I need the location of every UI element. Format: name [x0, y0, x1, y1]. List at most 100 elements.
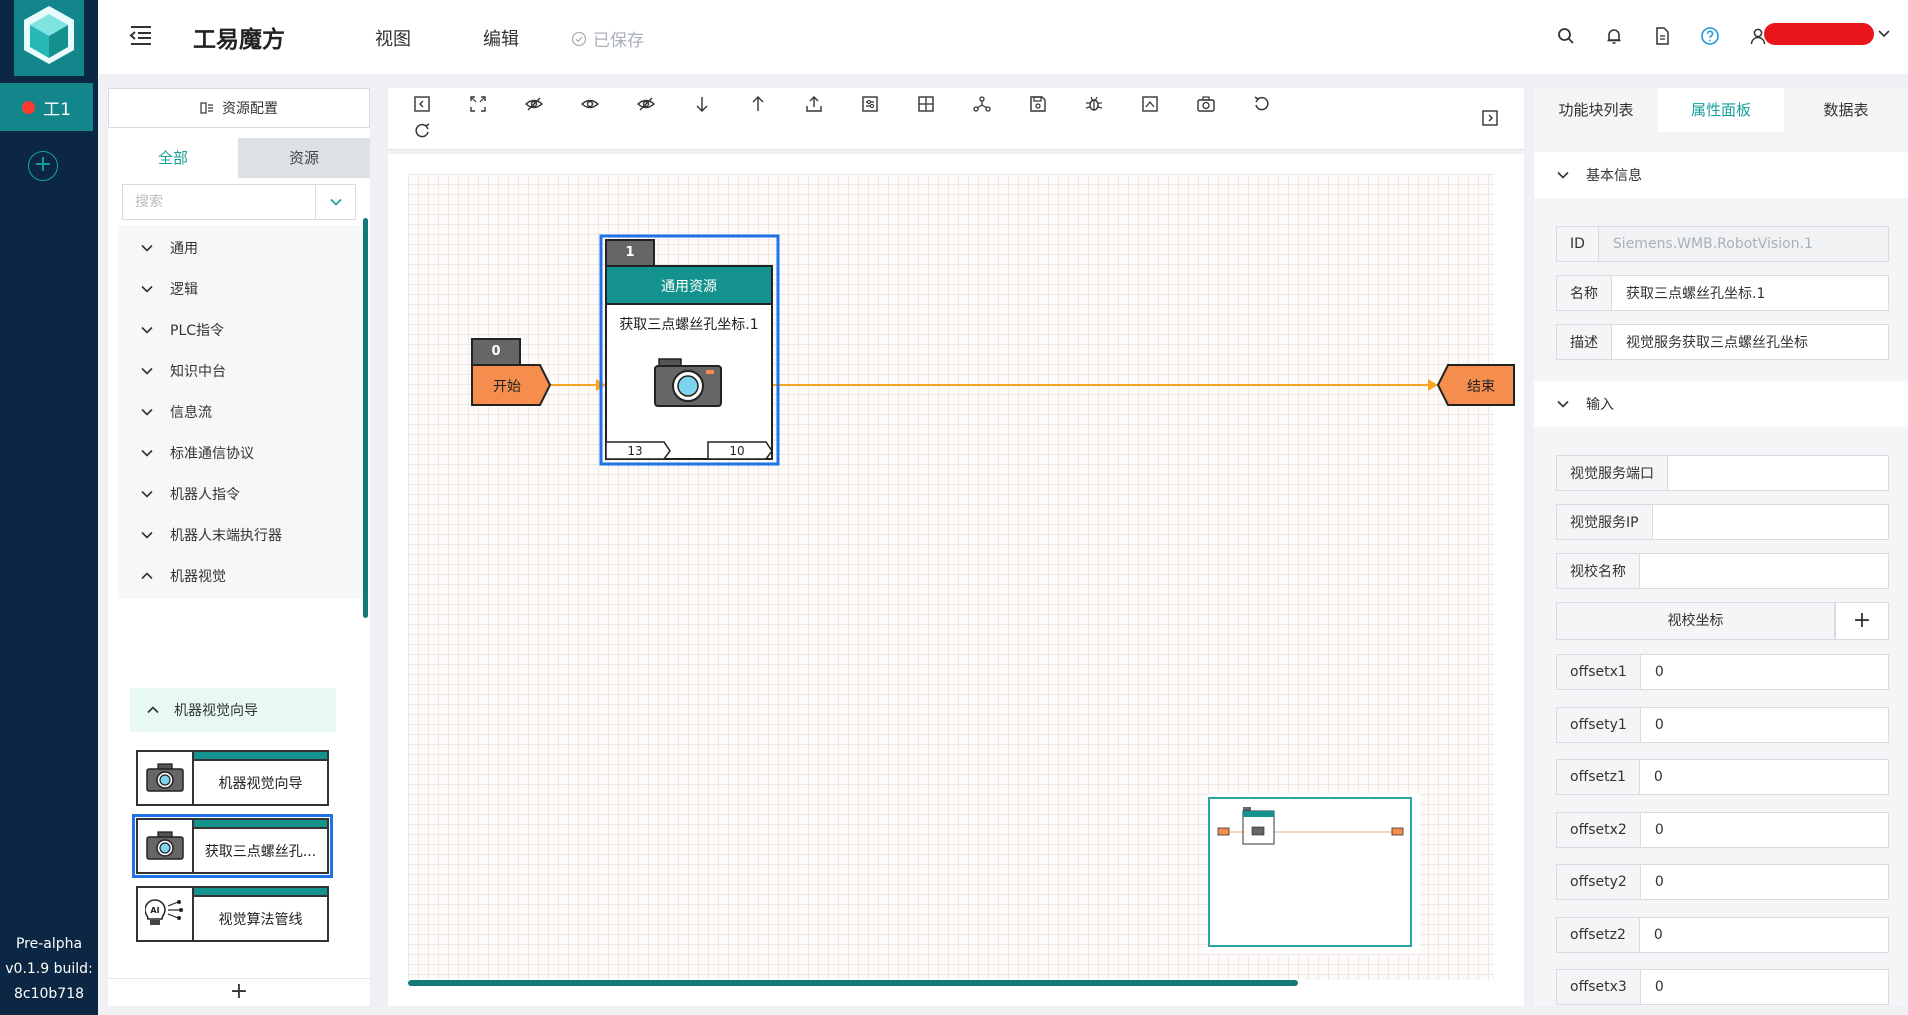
category-protocol[interactable]: 标准通信协议 [118, 430, 362, 476]
network-icon[interactable] [972, 94, 992, 114]
calibration-coords-button[interactable]: 视校坐标 [1556, 602, 1835, 640]
selection-frame [599, 234, 780, 466]
category-knowledge[interactable]: 知识中台 [118, 348, 362, 394]
chevron-down-icon[interactable] [1876, 25, 1892, 41]
image-export-icon[interactable] [1140, 94, 1160, 114]
nav-view-menu[interactable]: 视图 [375, 29, 411, 50]
arrow-down-icon[interactable] [692, 94, 712, 114]
offset-input[interactable]: 0 [1654, 664, 1664, 680]
component-header-bar [194, 820, 327, 829]
name-field[interactable]: 名称 获取三点螺丝孔坐标.1 [1556, 275, 1889, 311]
end-node[interactable] [1436, 364, 1515, 406]
section-basic-info[interactable]: 基本信息 [1534, 152, 1908, 198]
offset-field[interactable]: offsetx3 0 [1556, 969, 1889, 1005]
user-icon[interactable] [1748, 26, 1768, 46]
hide-icon[interactable] [524, 94, 544, 114]
debug-icon[interactable] [1084, 94, 1104, 114]
category-info-flow[interactable]: 信息流 [118, 389, 362, 435]
offset-input[interactable]: 0 [1654, 717, 1664, 733]
calibration-name-field[interactable]: 视校名称 [1556, 553, 1889, 589]
offset-input[interactable]: 0 [1654, 979, 1664, 995]
hide-all-icon[interactable] [636, 94, 656, 114]
component-vision-pipeline[interactable]: AI 视觉算法管线 [136, 886, 329, 942]
panel-scrollbar[interactable] [363, 218, 368, 618]
search-input[interactable] [123, 185, 317, 219]
component-vision-wizard[interactable]: 机器视觉向导 [136, 750, 329, 806]
tab-function-blocks[interactable]: 功能块列表 [1558, 101, 1634, 119]
vision-port-field[interactable]: 视觉服务端口 [1556, 455, 1889, 491]
offset-field[interactable]: offsetz1 0 [1556, 759, 1889, 795]
redo-icon[interactable] [412, 121, 432, 141]
arrow-up-icon[interactable] [748, 94, 768, 114]
nav-edit-menu[interactable]: 编辑 [483, 29, 519, 50]
bell-icon[interactable] [1604, 26, 1624, 46]
tab-all[interactable]: 全部 [108, 138, 238, 178]
collapse-left-icon[interactable] [412, 94, 432, 114]
function-block[interactable] [605, 239, 773, 460]
category-robot-cmd[interactable]: 机器人指令 [118, 471, 362, 517]
category-end-effector[interactable]: 机器人末端执行器 [118, 512, 362, 558]
offset-input[interactable]: 0 [1654, 874, 1664, 890]
menu-toggle-icon[interactable] [128, 22, 154, 48]
offset-field[interactable]: offsetx2 0 [1556, 812, 1889, 848]
resource-config-button[interactable]: 资源配置 [108, 88, 370, 128]
start-node[interactable] [471, 338, 552, 406]
start-node-index: 0 [491, 344, 501, 359]
add-workspace-button[interactable]: + [28, 151, 58, 181]
field-label: 视觉服务端口 [1557, 456, 1668, 490]
name-input[interactable]: 获取三点螺丝孔坐标.1 [1626, 286, 1766, 302]
layout-icon[interactable] [916, 94, 936, 114]
category-label: 信息流 [170, 405, 212, 421]
chevron-down-icon [141, 408, 153, 416]
screenshot-camera-icon[interactable] [1196, 94, 1216, 114]
user-name-redacted[interactable] [1764, 23, 1874, 45]
vision-ip-field[interactable]: 视觉服务IP [1556, 504, 1889, 540]
section-label: 基本信息 [1586, 168, 1642, 184]
undo-icon[interactable] [1252, 94, 1272, 114]
tab-data-table[interactable]: 数据表 [1823, 101, 1869, 119]
category-plc[interactable]: PLC指令 [118, 307, 362, 353]
canvas-horizontal-scrollbar[interactable] [408, 980, 1298, 986]
category-general[interactable]: 通用 [118, 225, 362, 271]
version-info: Pre-alpha v0.1.9 build: 8c10b718 [0, 932, 98, 1007]
search-icon[interactable] [1556, 26, 1576, 46]
tab-resources[interactable]: 资源 [238, 138, 370, 178]
category-label: 机器视觉 [170, 569, 226, 585]
description-field[interactable]: 描述 视觉服务获取三点螺丝孔坐标 [1556, 324, 1889, 360]
minimap-viewport[interactable] [1208, 797, 1412, 947]
save-status-label: 已保存 [593, 31, 644, 51]
vision-port-input[interactable] [1668, 456, 1888, 490]
document-icon[interactable] [1652, 26, 1672, 46]
svg-text:AI: AI [150, 906, 159, 915]
add-coord-button[interactable]: + [1835, 602, 1889, 640]
calibration-name-input[interactable] [1640, 554, 1888, 588]
offset-input[interactable]: 0 [1653, 769, 1663, 785]
subcategory-vision-wizard[interactable]: 机器视觉向导 [130, 688, 336, 732]
offset-field[interactable]: offsety1 0 [1556, 707, 1889, 743]
category-logic[interactable]: 逻辑 [118, 266, 362, 312]
save-status: 已保存 [571, 26, 644, 51]
show-icon[interactable] [580, 94, 600, 114]
minimap[interactable] [1208, 794, 1420, 954]
category-machine-vision[interactable]: 机器视觉 [118, 553, 362, 599]
description-input[interactable]: 视觉服务获取三点螺丝孔坐标 [1626, 335, 1808, 351]
offset-field[interactable]: offsetz2 0 [1556, 917, 1889, 953]
settings-sliders-icon[interactable] [860, 94, 880, 114]
upload-icon[interactable] [804, 94, 824, 114]
workspace-tab[interactable]: 工1 [0, 83, 93, 131]
search-dropdown-button[interactable] [315, 185, 355, 219]
fit-screen-icon[interactable] [468, 94, 488, 114]
save-icon[interactable] [1028, 94, 1048, 114]
offset-field[interactable]: offsetx1 0 [1556, 654, 1889, 690]
vision-ip-input[interactable] [1653, 505, 1888, 539]
tab-properties[interactable]: 属性面板 [1658, 88, 1784, 132]
component-get-screw-coords[interactable]: 获取三点螺丝孔... [132, 814, 333, 878]
flow-canvas[interactable]: 0 开始 1 通用资源 获取三点螺丝孔坐标.1 13 10 结束 [388, 154, 1524, 1006]
help-icon[interactable] [1700, 26, 1720, 46]
section-input[interactable]: 输入 [1534, 381, 1908, 427]
offset-input[interactable]: 0 [1654, 822, 1664, 838]
offset-input[interactable]: 0 [1653, 927, 1663, 943]
collapse-right-icon[interactable] [1480, 108, 1500, 128]
offset-field[interactable]: offsety2 0 [1556, 864, 1889, 900]
add-component-button[interactable]: + [108, 978, 370, 1006]
